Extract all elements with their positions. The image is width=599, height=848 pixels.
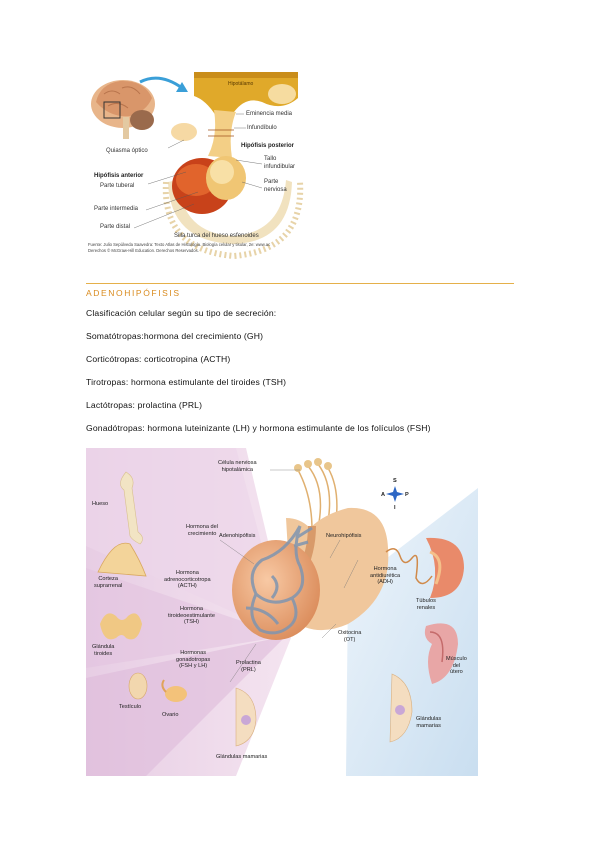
label-ovario: Ovario (162, 712, 179, 718)
label-infundibular: infundibular (264, 164, 296, 170)
label-hueso: Hueso (92, 501, 109, 507)
paragraph-clasificacion: Clasificación celular según su tipo de s… (86, 308, 277, 318)
label-glandula-tiroides: Glándula tiroides (92, 644, 115, 657)
label-musculo-utero: Músculo del útero (446, 656, 467, 676)
label-tsh: Hormona tiroideoestimulante (TSH) (168, 606, 215, 626)
pituitary-hormones-illustration (86, 448, 478, 776)
paragraph-lactotropas: Lactótropas: prolactina (PRL) (86, 400, 203, 410)
pituitary-hormones-figure: S A P I Célula nerviosa hipotalámica Hue… (86, 448, 478, 776)
paragraph-gonadotropas: Gonadótropas: hormona luteinizante (LH) … (86, 423, 431, 433)
label-glandulas-mamarias-derecha: Glándulas mamarias (416, 716, 442, 729)
label-parte-distal: Parte distal (100, 224, 131, 230)
paragraph-somatotropas: Somatótropas:hormona del crecimiento (GH… (86, 331, 264, 341)
source-line-1: Fuente: Julio Sepúlveda Saavedra: Texto … (88, 242, 271, 247)
source-line-2: Derechos © McGraw-Hill Education. Derech… (88, 247, 199, 253)
label-tubulos-renales: Túbulos renales (416, 598, 436, 611)
compass-a: A (381, 492, 386, 498)
figure-source-credit: Fuente: Julio Sepúlveda Saavedra: Texto … (88, 242, 318, 253)
label-celula-nerviosa: Célula nerviosa hipotalámica (218, 460, 257, 473)
label-parte-tuberal: Parte tuberal (100, 183, 135, 189)
compass-i: I (394, 505, 396, 511)
label-glandulas-mamarias-centro: Glándulas mamarias (216, 754, 268, 760)
label-adenohipofisis: Adenohipófisis (219, 533, 256, 539)
pituitary-anatomy-figure: Hipotálamo Eminencia media Infundíbulo Q… (86, 72, 316, 262)
label-oxitocina: Oxitocina (OT) (338, 630, 362, 643)
label-hormona-crecimiento: Hormona del crecimiento (186, 524, 219, 537)
label-prolactina: Prolactina (PRL) (236, 660, 261, 673)
label-neurohipofisis: Neurohipófisis (326, 533, 362, 539)
label-testiculo: Testículo (119, 704, 142, 710)
label-quiasma-optico: Quiasma óptico (106, 148, 148, 154)
compass-s: S (393, 478, 397, 484)
label-adh: Hormona antidiurética (ADH) (370, 566, 401, 586)
paragraph-tirotropas: Tirotropas: hormona estimulante del tiro… (86, 377, 287, 387)
label-hipotalamo: Hipotálamo (228, 81, 254, 87)
compass-cross-icon (386, 486, 404, 502)
label-acth: Hormona adrenocorticotropa (ACTH) (164, 570, 211, 590)
label-nerviosa: nerviosa (264, 187, 287, 193)
section-heading: ADENOHIPÓFISIS (86, 288, 181, 298)
label-corteza-suprarrenal: Corteza suprarrenal (94, 576, 123, 589)
label-tallo: Tallo (264, 156, 277, 162)
compass-p: P (405, 492, 409, 498)
label-hormonas-gonadotropas: Hormonas gonadotropas (FSH y LH) (176, 650, 211, 670)
paragraph-corticotropas: Corticótropas: corticotropina (ACTH) (86, 354, 231, 364)
label-infundibulo: Infundíbulo (247, 125, 277, 131)
label-hipofisis-anterior: Hipófisis anterior (94, 173, 144, 179)
pituitary-anatomy-illustration (91, 72, 304, 260)
label-parte-intermedia: Parte intermedia (94, 206, 139, 212)
section-divider (86, 283, 514, 284)
label-parte: Parte (264, 179, 279, 185)
label-eminencia-media: Eminencia media (246, 111, 293, 117)
label-hipofisis-posterior: Hipófisis posterior (241, 143, 295, 149)
label-silla-turca: Silla turca del hueso esfenoides (174, 233, 259, 239)
